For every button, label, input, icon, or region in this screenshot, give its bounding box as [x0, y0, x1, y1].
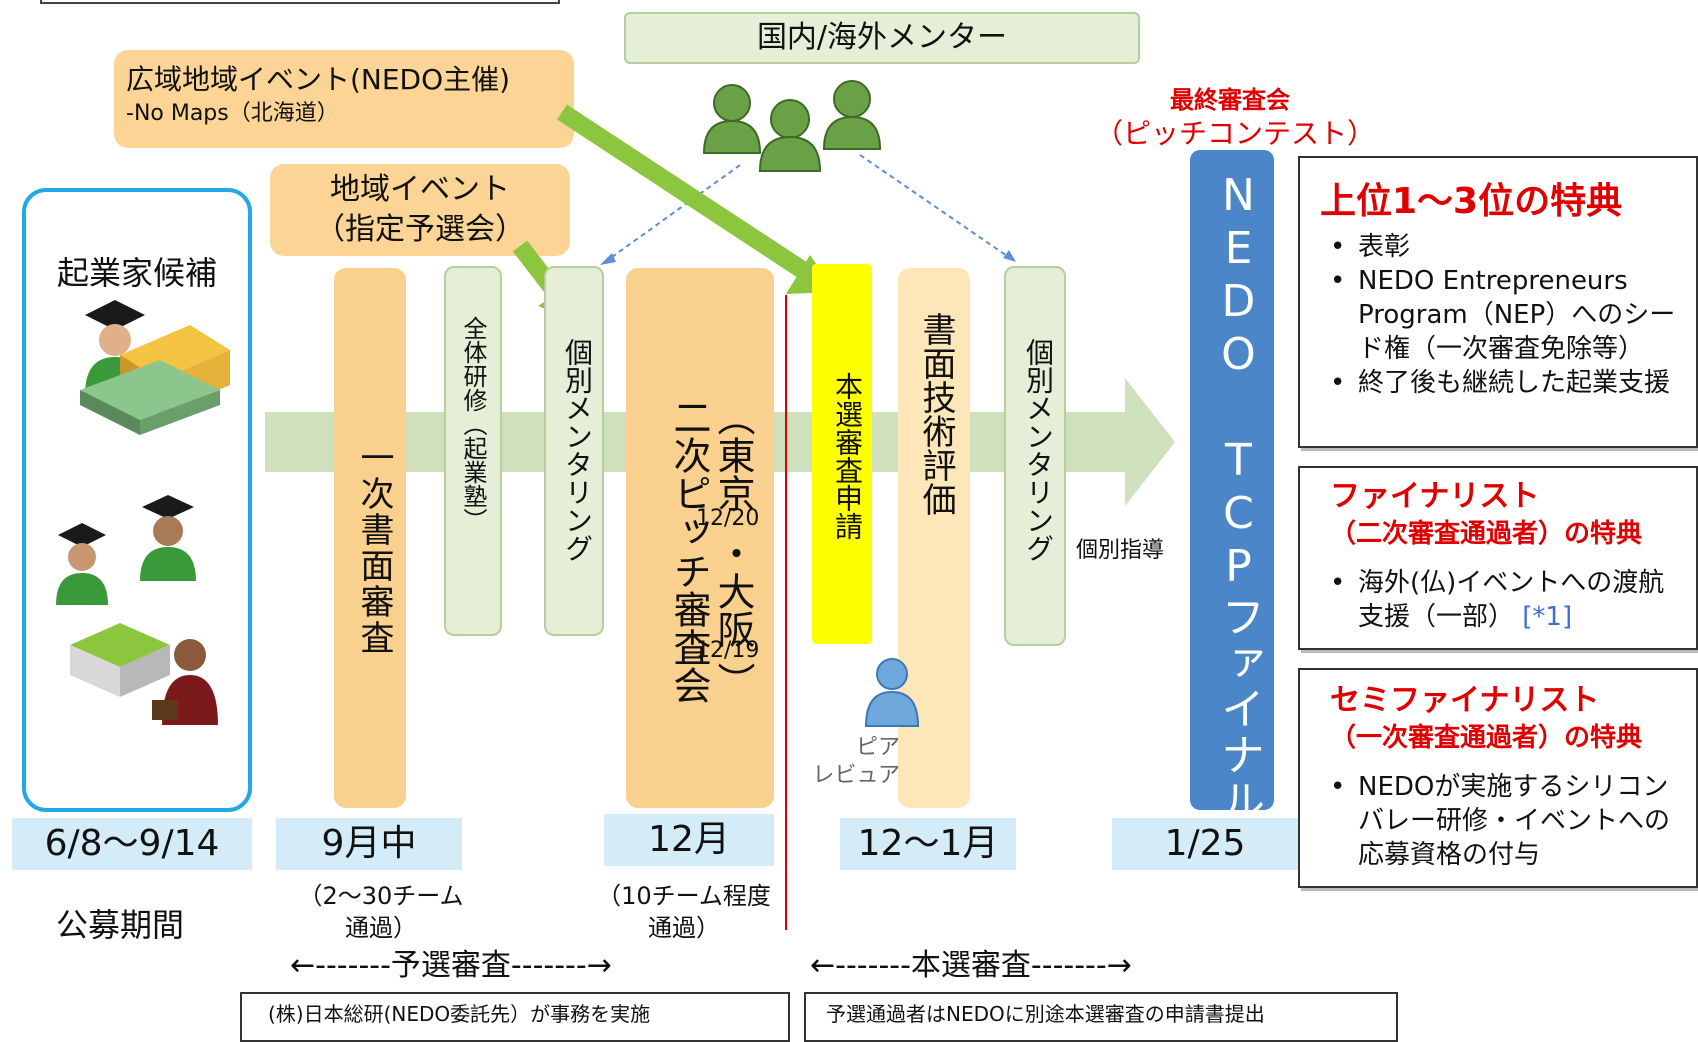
mentor-box: 国内/海外メンター — [624, 12, 1140, 64]
top3-item: 終了後も継続した起業支援 — [1330, 366, 1688, 400]
individual-guidance-label: 個別指導 — [1076, 538, 1165, 563]
application-column — [812, 264, 872, 644]
recruitment-period-label: 公募期間 — [56, 906, 185, 944]
date-final: 1/25 — [1112, 818, 1298, 870]
first-pass-note: （2〜30チーム 通過） — [276, 880, 486, 944]
pitch-col-d: 二次ピッ — [667, 398, 711, 550]
application-label: 本選審査申請 — [831, 372, 864, 540]
final-column — [1190, 150, 1274, 810]
date-pitch: 12月 — [604, 814, 774, 866]
tech-eval-label: 書面技術評価 — [916, 312, 956, 516]
finalist-item-text: 海外(仏)イベントへの渡航支援（一部） — [1358, 568, 1665, 632]
graduate-icon-3 — [140, 495, 196, 581]
second-pass-note-line1: （10チーム程度 — [597, 882, 771, 910]
finalist-benefits-box: ファイナリスト （二次審査通過者）の特典 海外(仏)イベントへの渡航支援（一部）… — [1298, 466, 1698, 650]
mentor-label: 国内/海外メンター — [756, 20, 1008, 55]
top3-benefits-box: 上位1〜3位の特典 表彰 NEDO Entrepreneurs Program（… — [1298, 156, 1698, 448]
regional-event-line1: 広域地域イベント(NEDO主催) — [126, 63, 511, 96]
first-pass-note-line1: （2〜30チーム — [298, 882, 464, 910]
building-icon — [80, 325, 230, 435]
mentors-icon — [702, 80, 882, 172]
businessman-icon — [152, 639, 218, 725]
graduate-icon-2 — [56, 523, 108, 605]
second-pass-note: （10チーム程度 通過） — [574, 880, 794, 944]
peer-reviewer-label: ピア レビュア — [800, 734, 900, 790]
top3-list: 表彰 NEDO Entrepreneurs Program（NEP）へのシード権… — [1320, 230, 1688, 400]
mentoring1-column — [544, 266, 604, 636]
finalist-item: 海外(仏)イベントへの渡航支援（一部） [*1] — [1330, 566, 1688, 634]
finalist-title2: （二次審査通過者）の特典 — [1330, 519, 1643, 549]
first-screening-column — [334, 268, 406, 808]
finalist-ref-link[interactable]: [*1] — [1522, 602, 1573, 632]
peer-reviewer-icon — [864, 658, 920, 727]
local-event-line2: （指定予選会） — [315, 212, 525, 247]
peer-reviewer-line2: レビュア — [812, 763, 900, 788]
mentoring2-label: 個別メンタリング — [1022, 338, 1055, 562]
candidates-illustration — [56, 300, 230, 725]
mentoring1-label: 個別メンタリング — [561, 338, 594, 562]
footer-left-box: (株)日本総研(NEDO委託先）が事務を実施 — [240, 992, 790, 1042]
semifinalist-item: NEDOが実施するシリコンバレー研修・イベントへの応募資格の付与 — [1330, 770, 1688, 872]
pitch-col-c: ） — [711, 662, 755, 700]
top3-item: NEDO Entrepreneurs Program（NEP）へのシード権（一次… — [1330, 264, 1688, 366]
footer-left-text: (株)日本総研(NEDO委託先）が事務を実施 — [268, 1002, 651, 1026]
training-column — [444, 266, 502, 636]
finalist-list: 海外(仏)イベントへの渡航支援（一部） [*1] — [1330, 566, 1688, 634]
date-tech-eval: 12〜1月 — [840, 818, 1016, 870]
mentoring2-column — [1004, 266, 1066, 646]
semifinalist-benefits-box: セミファイナリスト （一次審査通過者）の特典 NEDOが実施するシリコンバレー研… — [1298, 668, 1698, 888]
local-event-line1: 地域イベント — [330, 172, 510, 207]
first-screening-label: 一次書面審査 — [354, 440, 394, 656]
final-screening-subtitle: （ピッチコンテスト） — [1094, 117, 1375, 150]
first-pass-note-line2: 通過） — [345, 914, 417, 942]
footer-right-text: 予選通過者はNEDOに別途本選審査の申請書提出 — [826, 1002, 1265, 1026]
candidates-label: 起業家候補 — [56, 254, 217, 292]
regional-event-box: 広域地域イベント(NEDO主催) -No Maps（北海道） — [114, 50, 574, 148]
top-frame-fragment — [40, 0, 560, 4]
prelim-phase-label: ←-------予選審査-------→ — [290, 948, 612, 983]
local-event-box: 地域イベント （指定予選会） — [270, 164, 570, 256]
final-screening-title: 最終審査会 — [1170, 86, 1290, 114]
semifinalist-list: NEDOが実施するシリコンバレー研修・イベントへの応募資格の付与 — [1330, 770, 1688, 872]
pitch-col-b: ・大阪 — [711, 534, 755, 648]
pitch-col-e: チ審査会 — [667, 552, 711, 704]
semifinalist-title2: （一次審査通過者）の特典 — [1330, 723, 1643, 753]
peer-reviewer-line1: ピア — [855, 735, 900, 760]
pitch-date-a: 12/20 — [696, 506, 760, 531]
pitch-col-a: （東京 — [711, 398, 755, 512]
final-label: NEDO TCPファイナル — [1213, 170, 1264, 824]
regional-event-line2: -No Maps（北海道） — [126, 101, 339, 126]
top3-title: 上位1〜3位の特典 — [1320, 181, 1623, 222]
finalist-title1: ファイナリスト — [1330, 479, 1540, 514]
date-first-screening: 9月中 — [276, 818, 462, 870]
second-pass-note-line2: 通過） — [648, 914, 720, 942]
semifinalist-title1: セミファイナリスト — [1330, 683, 1600, 718]
candidates-box: 起業家候補 — [22, 188, 252, 812]
office-icon — [70, 623, 170, 697]
pitch-review-column — [626, 268, 774, 808]
date-recruitment: 6/8〜9/14 — [12, 818, 252, 870]
training-label: 全体研修（起業塾） — [459, 316, 487, 532]
main-phase-label: ←-------本選審査-------→ — [810, 948, 1132, 983]
pitch-review-text: （東京 12/20 ・大阪 12/19 ） 二次ピッ チ審査会 — [640, 398, 766, 708]
top3-item: 表彰 — [1330, 230, 1688, 264]
pitch-date-b: 12/19 — [696, 638, 760, 663]
